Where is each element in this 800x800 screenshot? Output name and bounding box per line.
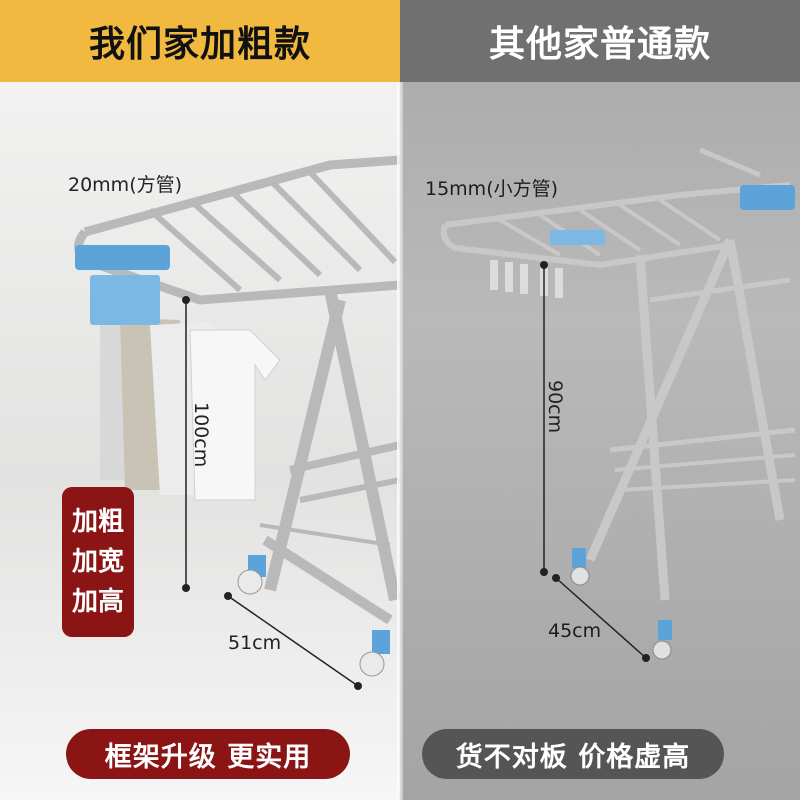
height-label: 90cm — [544, 380, 566, 434]
wheel-icon — [652, 640, 672, 660]
right-footer-pill: 货不对板 价格虚高 — [422, 729, 724, 779]
badge-line: 加宽 — [71, 547, 124, 577]
thick-rack-illustration — [74, 155, 400, 690]
center-divider — [397, 0, 403, 800]
clip-bar — [75, 245, 170, 270]
clip-bar — [740, 185, 795, 210]
height-label: 100cm — [190, 402, 212, 468]
height-dimension-line — [182, 296, 190, 592]
wheel-icon — [359, 651, 385, 677]
wheel-icon — [237, 569, 263, 595]
tube-size-label: 15mm(小方管) — [425, 178, 559, 200]
wheel-icon — [570, 566, 590, 586]
badge-line: 加粗 — [71, 507, 124, 537]
depth-dimension-line — [552, 574, 650, 662]
left-header: 我们家加粗款 — [0, 0, 400, 82]
depth-dimension-line — [224, 592, 362, 690]
clip-rack — [90, 275, 160, 325]
thin-rack-illustration — [440, 147, 796, 662]
height-dimension-line — [540, 261, 548, 576]
tube-size-label: 20mm(方管) — [68, 174, 183, 196]
left-footer-pill: 框架升级 更实用 — [66, 729, 350, 779]
right-panel: 15mm(小方管) 90cm 45cm — [400, 0, 800, 800]
hanging-clothes — [100, 318, 281, 501]
badge-line: 加高 — [71, 587, 124, 617]
clothespins — [490, 260, 563, 298]
depth-label: 51cm — [228, 632, 282, 654]
feature-badge: 加粗 加宽 加高 — [62, 487, 134, 637]
left-panel: 20mm(方管) 100cm 51cm 加粗 加宽 加高 — [0, 0, 400, 800]
rack-frame — [440, 147, 796, 601]
right-header: 其他家普通款 — [400, 0, 800, 82]
depth-label: 45cm — [548, 620, 602, 642]
